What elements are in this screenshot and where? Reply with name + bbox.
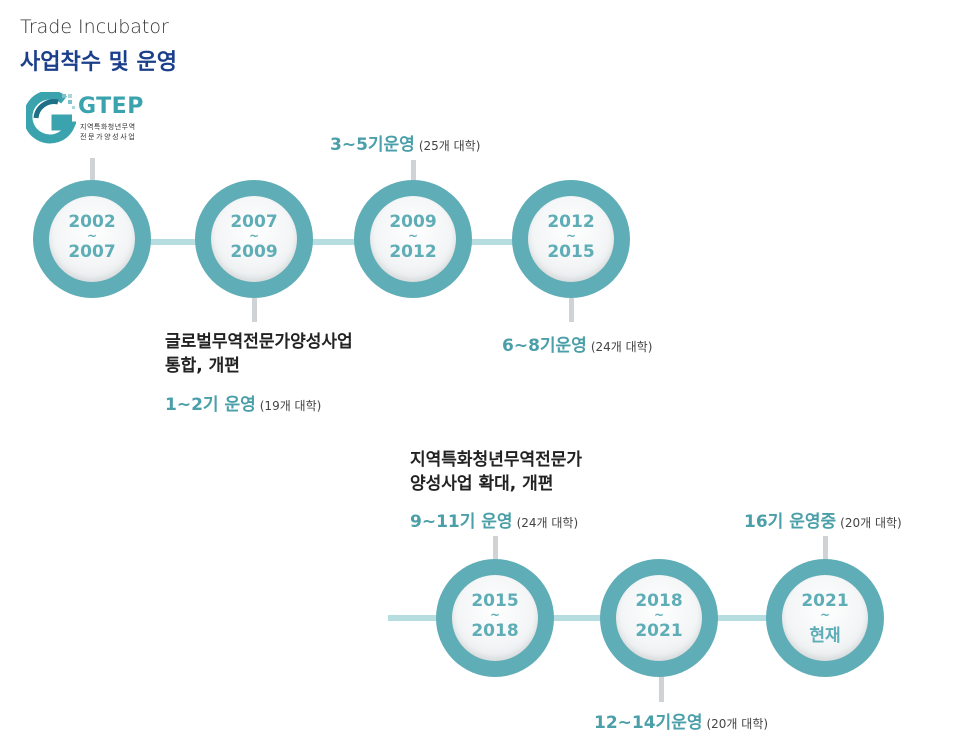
milestone-desc-line1: 글로벌무역전문가양성사업 bbox=[165, 332, 353, 352]
period-tilde: ~ bbox=[819, 608, 831, 622]
university-count: (20개 대학) bbox=[840, 516, 902, 530]
period-end: 2018 bbox=[471, 621, 519, 641]
logo-subtitle-line2: 전문가양성사업 bbox=[80, 133, 137, 141]
university-count: (24개 대학) bbox=[590, 340, 653, 354]
milestone-2009-cohort: 3~5기운영(25개 대학) bbox=[330, 130, 480, 155]
stem-2009 bbox=[411, 160, 416, 184]
logo-subtitle-line1: 지역특화청년무역 bbox=[80, 123, 136, 131]
period-end: 2007 bbox=[68, 242, 116, 262]
period-end: 2009 bbox=[230, 242, 278, 262]
gtep-logo-mark-icon bbox=[26, 92, 76, 144]
milestone-2021-cohort: 16기 운영중(20개 대학) bbox=[744, 507, 902, 532]
period-circle-2018-2021: 2018 ~ 2021 bbox=[600, 559, 718, 677]
stem-2015 bbox=[493, 536, 498, 562]
period-start: 2015 bbox=[471, 591, 519, 611]
timeline-connector-bottom bbox=[388, 615, 773, 621]
milestone-2007-description: 글로벌무역전문가양성사업 통합, 개편 bbox=[165, 330, 353, 378]
period-circle-2002-2007: 2002 ~ 2007 bbox=[33, 180, 151, 298]
period-start: 2009 bbox=[389, 212, 437, 232]
page-title: 사업착수 및 운영 bbox=[20, 50, 177, 75]
period-tilde: ~ bbox=[248, 229, 260, 243]
stem-logo bbox=[90, 158, 95, 186]
stem-2012 bbox=[569, 298, 574, 322]
stem-2007 bbox=[252, 298, 257, 322]
university-count: (19개 대학) bbox=[259, 399, 322, 413]
period-tilde: ~ bbox=[489, 608, 501, 622]
period-circle-2021-present: 2021 ~ 현재 bbox=[766, 559, 884, 677]
period-tilde: ~ bbox=[407, 229, 419, 243]
period-end: 2021 bbox=[635, 621, 683, 641]
period-circle-2009-2012: 2009 ~ 2012 bbox=[354, 180, 472, 298]
milestone-desc-line2: 양성사업 확대, 개편 bbox=[410, 474, 554, 494]
cohort-label: 6~8기운영 bbox=[502, 336, 587, 356]
period-end: 2015 bbox=[547, 242, 595, 262]
period-end: 현재 bbox=[809, 626, 841, 646]
cohort-label: 1~2기 운영 bbox=[165, 395, 256, 415]
milestone-desc-line1: 지역특화청년무역전문가 bbox=[410, 450, 583, 470]
period-circle-2015-2018: 2015 ~ 2018 bbox=[436, 559, 554, 677]
period-circle-2012-2015: 2012 ~ 2015 bbox=[512, 180, 630, 298]
cohort-label: 16기 운영중 bbox=[744, 512, 837, 532]
period-circle-2007-2009: 2007 ~ 2009 bbox=[195, 180, 313, 298]
gtep-logo: GTEP 지역특화청년무역 전문가양성사업 bbox=[22, 90, 162, 150]
university-count: (24개 대학) bbox=[516, 516, 579, 530]
period-tilde: ~ bbox=[653, 608, 665, 622]
milestone-2015-cohort: 9~11기 운영(24개 대학) bbox=[410, 507, 578, 532]
milestone-2018-cohort: 12~14기운영(20개 대학) bbox=[594, 708, 768, 733]
university-count: (20개 대학) bbox=[706, 717, 769, 731]
period-start: 2002 bbox=[68, 212, 116, 232]
period-tilde: ~ bbox=[565, 229, 577, 243]
stem-2021 bbox=[823, 536, 828, 562]
cohort-label: 9~11기 운영 bbox=[410, 512, 513, 532]
milestone-2012-cohort: 6~8기운영(24개 대학) bbox=[502, 331, 652, 356]
milestone-2007-cohort: 1~2기 운영(19개 대학) bbox=[165, 390, 321, 415]
cohort-label: 12~14기운영 bbox=[594, 713, 703, 733]
period-start: 2012 bbox=[547, 212, 595, 232]
milestone-2015-description: 지역특화청년무역전문가 양성사업 확대, 개편 bbox=[410, 448, 582, 496]
cohort-label: 3~5기운영 bbox=[330, 135, 415, 155]
eyebrow-title: Trade Incubator bbox=[20, 16, 169, 38]
period-tilde: ~ bbox=[86, 229, 98, 243]
milestone-desc-line2: 통합, 개편 bbox=[165, 356, 240, 376]
university-count: (25개 대학) bbox=[418, 139, 481, 153]
period-start: 2021 bbox=[801, 591, 849, 611]
logo-brand-text: GTEP bbox=[78, 94, 144, 119]
period-start: 2018 bbox=[635, 591, 683, 611]
period-start: 2007 bbox=[230, 212, 278, 232]
stem-2018 bbox=[659, 676, 664, 702]
period-end: 2012 bbox=[389, 242, 437, 262]
